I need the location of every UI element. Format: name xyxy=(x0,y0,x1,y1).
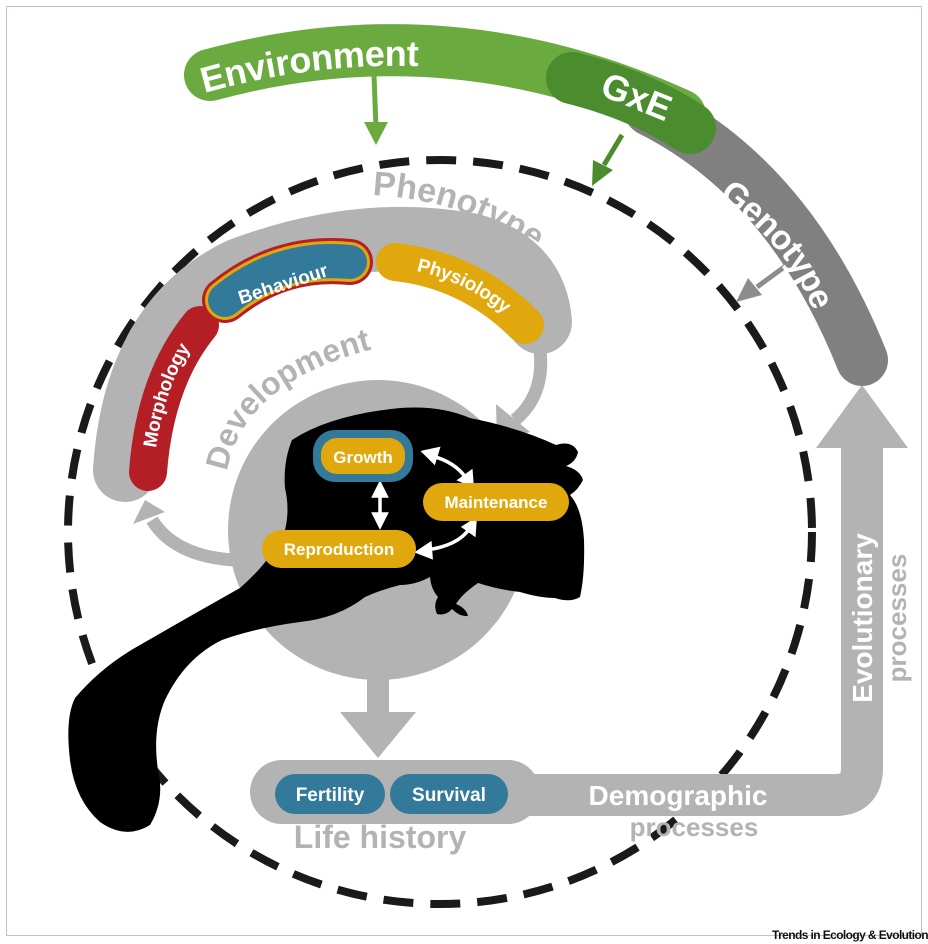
survival-label: Survival xyxy=(412,785,486,806)
behaviour-pill: Behaviour xyxy=(202,238,373,323)
environment-arrow xyxy=(364,74,388,145)
journal-footer: Trends in Ecology & Evolution xyxy=(772,928,928,942)
demographic-processes-label: processes xyxy=(630,812,759,842)
maintenance-label: Maintenance xyxy=(445,493,548,512)
allocation-arrows xyxy=(371,446,477,560)
growth-pill: Growth xyxy=(313,430,413,482)
figure-frame xyxy=(6,6,922,936)
fertility-pill: Fertility xyxy=(275,774,385,814)
demographic-label: Demographic xyxy=(589,780,768,811)
development-to-life-history-arrow xyxy=(340,660,416,758)
genotype-arrow xyxy=(736,262,789,302)
environment-genotype-band xyxy=(184,24,888,386)
evolutionary-arrow xyxy=(500,385,908,816)
fertility-label: Fertility xyxy=(296,785,365,806)
reproduction-pill: Reproduction xyxy=(262,530,416,568)
reproduction-label: Reproduction xyxy=(284,540,395,559)
life-history-label: Life history xyxy=(294,819,467,855)
evolutionary-processes-label: processes xyxy=(882,554,912,683)
evolutionary-label: Evolutionary xyxy=(847,533,878,703)
cycle-dashed-circle xyxy=(64,156,816,908)
gxe-arrow xyxy=(592,133,625,186)
maintenance-pill: Maintenance xyxy=(423,483,569,521)
growth-label: Growth xyxy=(333,448,393,467)
survival-pill: Survival xyxy=(390,774,508,814)
environment-label: Environment xyxy=(196,33,419,101)
